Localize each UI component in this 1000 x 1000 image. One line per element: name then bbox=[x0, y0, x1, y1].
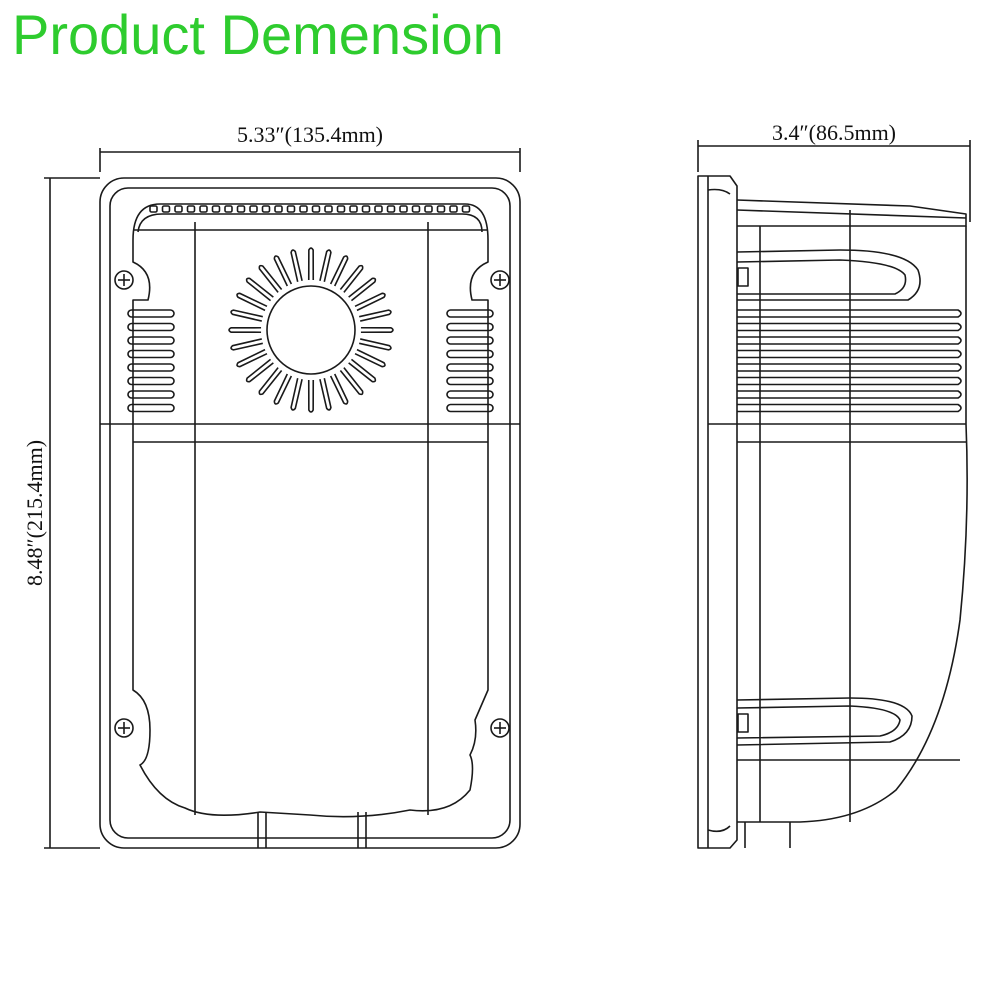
vent-ray bbox=[245, 277, 274, 302]
vent-slot bbox=[446, 403, 494, 413]
vent-ray bbox=[354, 292, 386, 312]
vent-slot bbox=[446, 336, 494, 345]
vent-ray bbox=[354, 348, 386, 368]
vent-ray bbox=[359, 309, 392, 322]
top-rib-strip bbox=[132, 203, 489, 241]
vent-ray bbox=[329, 373, 349, 405]
vent-slot bbox=[446, 363, 494, 372]
vent-ray bbox=[290, 378, 303, 411]
vent-ray bbox=[329, 255, 349, 287]
inner-housing-outline bbox=[132, 240, 489, 818]
side-fin bbox=[737, 403, 962, 413]
vent-ray bbox=[228, 326, 262, 334]
right-vent-slots bbox=[446, 309, 494, 413]
vent-ray bbox=[307, 247, 315, 281]
vent-slot bbox=[446, 349, 494, 359]
side-fin bbox=[737, 336, 962, 345]
side-depth-dimension-line bbox=[697, 140, 971, 222]
front-height-label: 8.48″(215.4mm) bbox=[22, 440, 47, 586]
vent-ray bbox=[319, 249, 332, 282]
side-depth-label: 3.4″(86.5mm) bbox=[772, 120, 896, 145]
vent-slot bbox=[127, 390, 175, 399]
vent-ray bbox=[245, 358, 274, 383]
side-fin bbox=[737, 309, 962, 318]
vent-slot bbox=[127, 349, 175, 359]
side-hood-outline bbox=[737, 226, 968, 823]
side-view bbox=[697, 140, 971, 849]
vent-ray bbox=[348, 277, 377, 302]
side-fin bbox=[737, 322, 962, 332]
front-width-label: 5.33″(135.4mm) bbox=[237, 122, 383, 147]
side-fin bbox=[737, 349, 962, 359]
vent-slot bbox=[127, 309, 175, 318]
vent-ray bbox=[339, 264, 364, 293]
vent-ray bbox=[230, 338, 263, 351]
vent-ray bbox=[258, 264, 283, 293]
vent-slot bbox=[446, 322, 494, 332]
screw-icon bbox=[114, 270, 134, 290]
left-vent-slots bbox=[127, 309, 175, 413]
top-rib-teeth bbox=[149, 205, 471, 213]
side-fin bbox=[737, 390, 962, 399]
vent-ray bbox=[360, 326, 394, 334]
vent-slot bbox=[127, 322, 175, 332]
side-vent-fins bbox=[737, 309, 962, 413]
vent-ray bbox=[236, 348, 268, 368]
vent-ray bbox=[236, 292, 268, 312]
front-view bbox=[44, 148, 521, 849]
screw-icon bbox=[114, 718, 134, 738]
lower-bracket bbox=[736, 697, 960, 761]
vent-slot bbox=[446, 376, 494, 386]
front-inner-frame bbox=[109, 187, 511, 839]
vent-ray bbox=[258, 367, 283, 396]
vent-slot bbox=[127, 376, 175, 386]
vent-slot bbox=[127, 336, 175, 345]
vent-slot bbox=[446, 390, 494, 399]
sunburst-vent bbox=[228, 247, 394, 413]
screw-icon bbox=[490, 718, 510, 738]
vent-ray bbox=[273, 373, 293, 405]
upper-bracket bbox=[736, 249, 921, 301]
front-outer-frame bbox=[99, 177, 521, 849]
front-height-dimension-line bbox=[44, 177, 100, 849]
side-mounting-plate bbox=[697, 175, 738, 849]
vent-ray bbox=[339, 367, 364, 396]
screw-icon bbox=[490, 270, 510, 290]
vent-slot bbox=[446, 309, 494, 318]
vent-ray bbox=[290, 249, 303, 282]
page-title: Product Demension bbox=[12, 3, 504, 66]
vent-slot bbox=[127, 363, 175, 372]
side-fin bbox=[737, 363, 962, 372]
vent-slot bbox=[127, 403, 175, 413]
front-width-dimension-line bbox=[99, 148, 521, 172]
vent-ray bbox=[348, 358, 377, 383]
bottom-tabs bbox=[257, 812, 367, 848]
side-fin bbox=[737, 376, 962, 386]
vent-ray bbox=[273, 255, 293, 287]
vent-ray bbox=[319, 378, 332, 411]
vent-ray bbox=[307, 379, 315, 413]
vent-ray bbox=[359, 338, 392, 351]
vent-ray bbox=[230, 309, 263, 322]
